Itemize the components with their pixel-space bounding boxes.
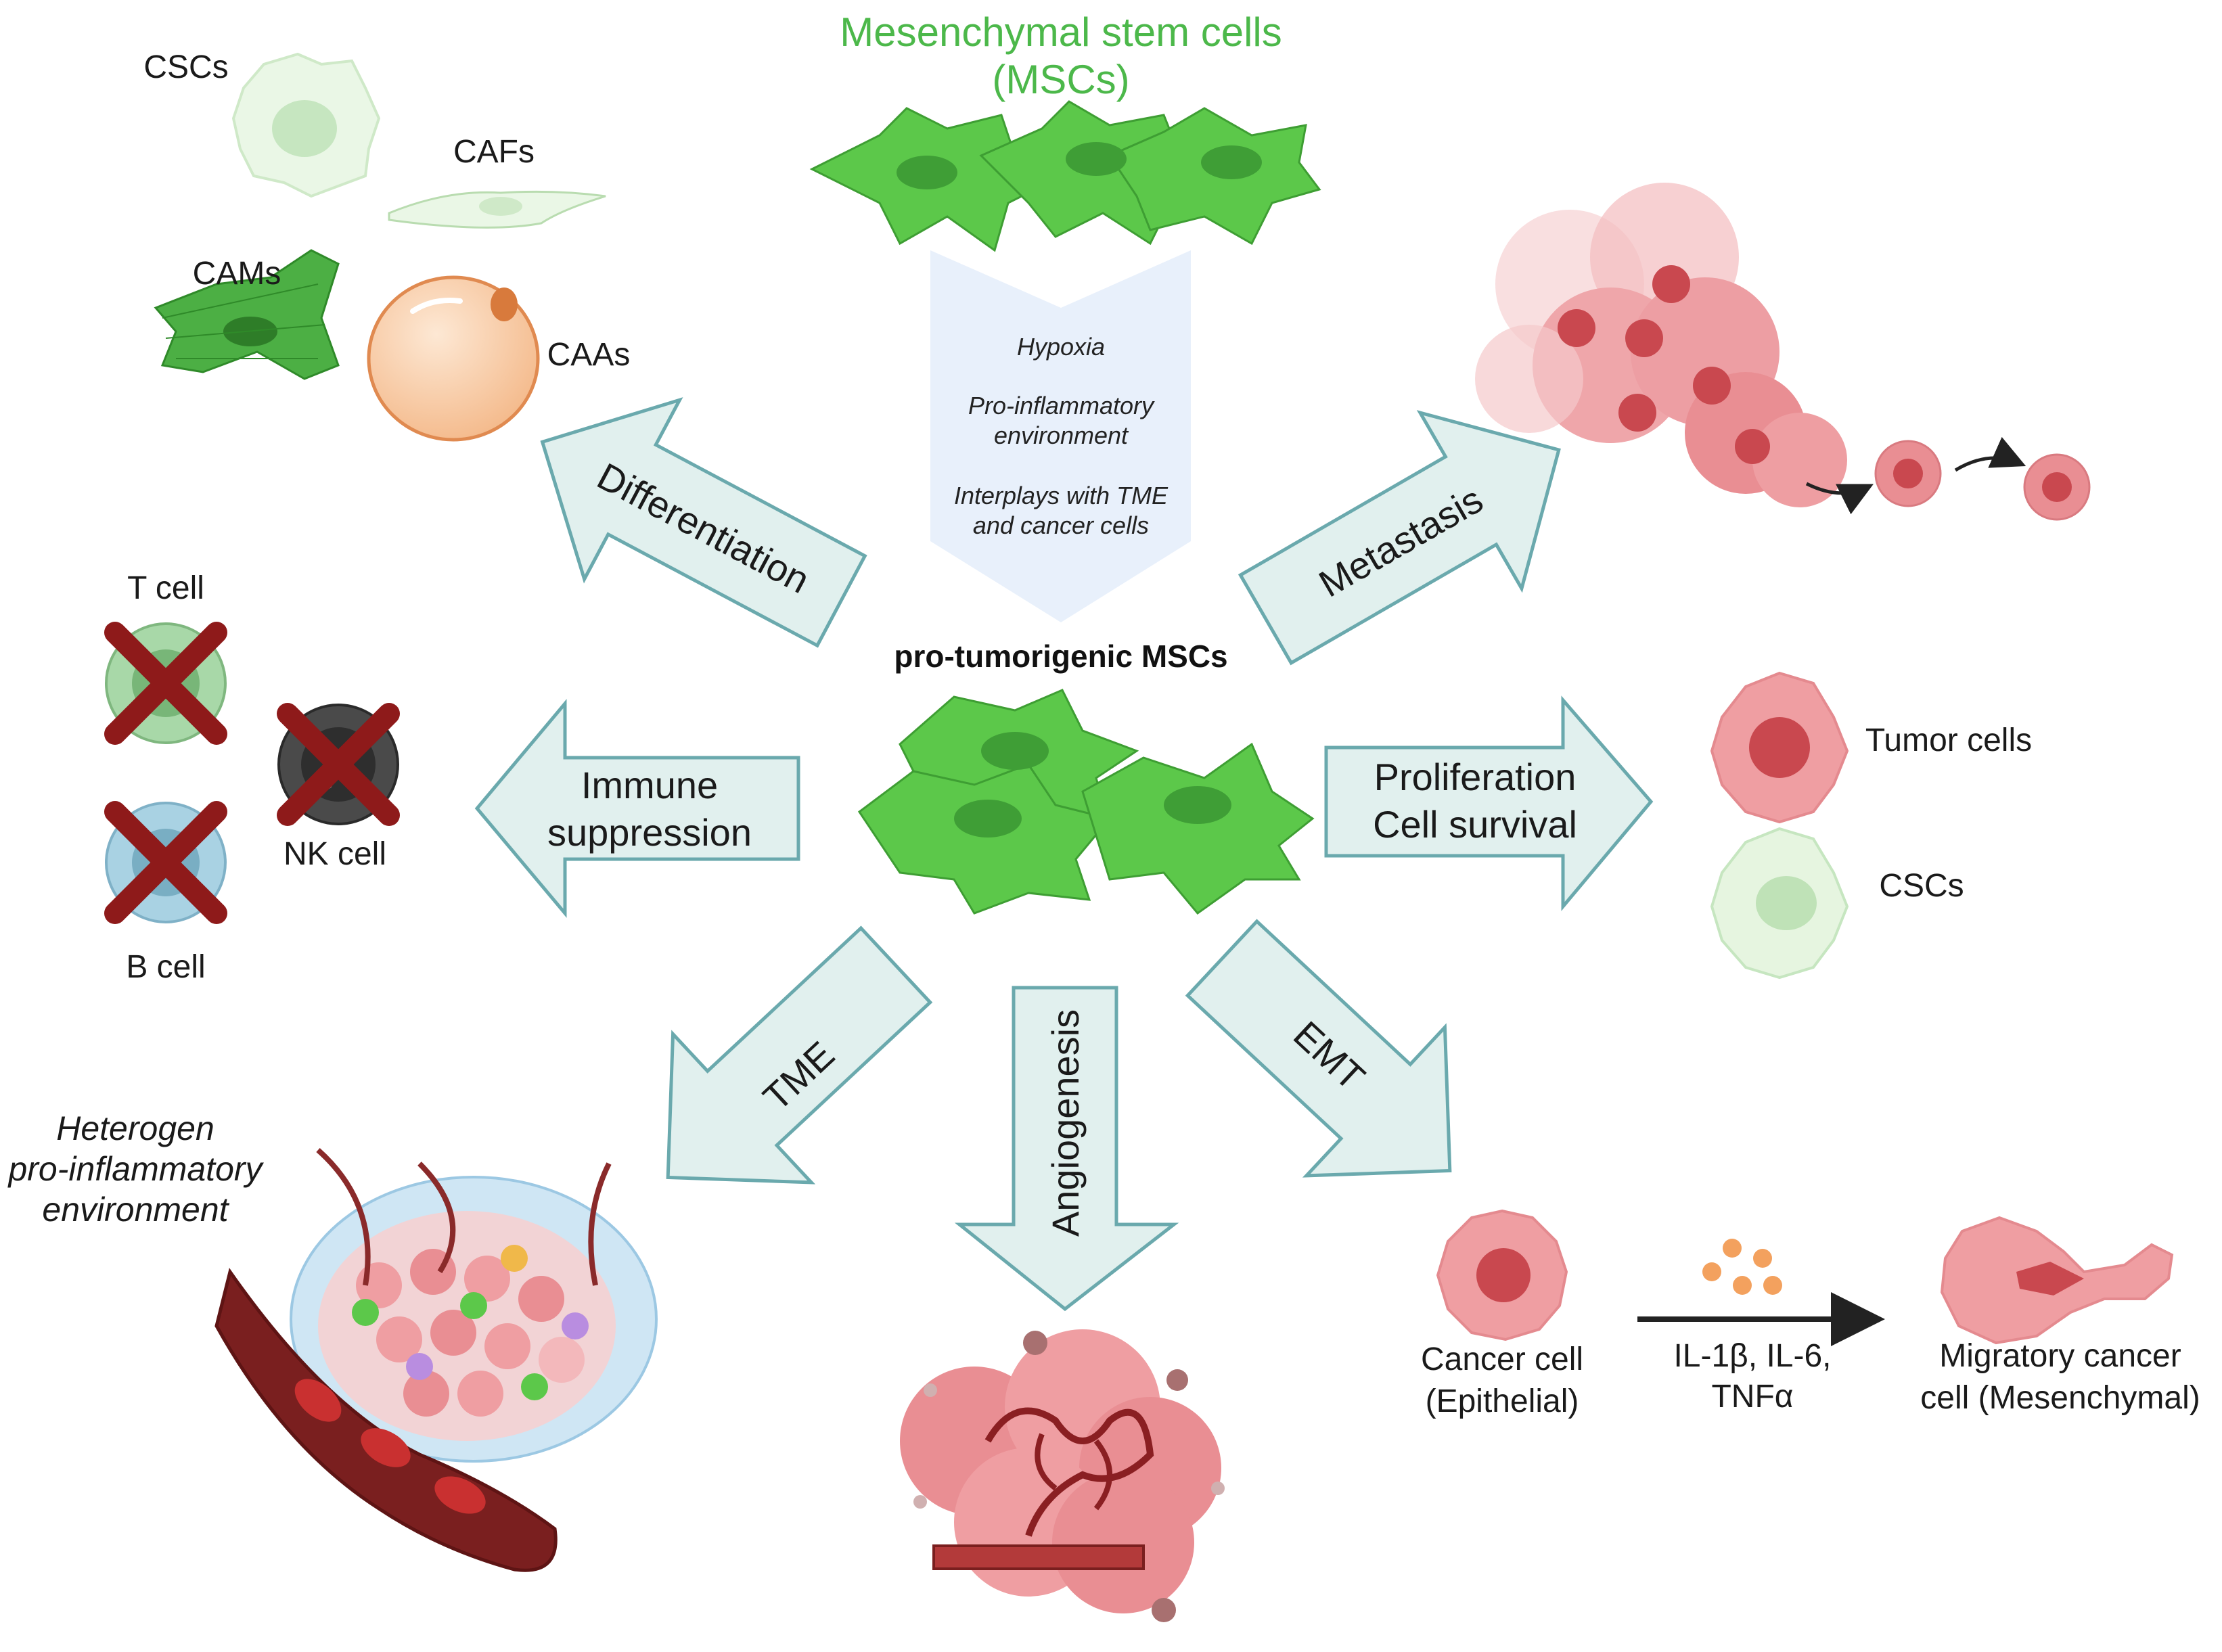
banner-interplays-2: and cancer cells bbox=[973, 511, 1149, 539]
tme-text-1: Heterogen bbox=[56, 1109, 214, 1147]
label-cafs: CAFs bbox=[453, 134, 535, 170]
label-caas: CAAs bbox=[547, 337, 631, 373]
banner-proinflammatory-1: Pro-inflammatory bbox=[968, 392, 1155, 419]
center-label: pro-tumorigenic MSCs bbox=[894, 639, 1227, 674]
tme-text-2: pro-inflammatory bbox=[7, 1150, 264, 1188]
t-cell bbox=[104, 622, 227, 745]
label-cancer-cell-2: (Epithelial) bbox=[1426, 1383, 1579, 1419]
label-nk-cell: NK cell bbox=[284, 836, 386, 872]
epithelial-cancer-cell bbox=[1436, 1209, 1568, 1341]
tme-text-3: environment bbox=[42, 1191, 229, 1229]
arrow-angiogenesis bbox=[954, 986, 1179, 1312]
environment-banner bbox=[930, 250, 1191, 622]
arrow-metastasis bbox=[1238, 410, 1561, 666]
arrow-tme bbox=[666, 925, 933, 1185]
label-tumor-cells: Tumor cells bbox=[1865, 722, 2032, 758]
nk-cell-cross-icon bbox=[277, 703, 400, 826]
msc-title-line2: (MSCs) bbox=[992, 57, 1129, 102]
msc-title-line1: Mesenchymal stem cells bbox=[840, 9, 1282, 55]
label-immune-2: suppression bbox=[547, 811, 752, 854]
cytokine-dots bbox=[1702, 1239, 1782, 1295]
label-b-cell: B cell bbox=[126, 949, 205, 985]
label-migratory-2: cell (Mesenchymal) bbox=[1920, 1380, 2200, 1416]
label-cscs-top: CSCs bbox=[143, 49, 228, 85]
caf-cell bbox=[388, 190, 606, 229]
banner-interplays-1: Interplays with TME bbox=[954, 482, 1169, 509]
msc-cluster-center bbox=[857, 689, 1315, 915]
arrow-immune bbox=[474, 699, 800, 918]
label-proliferation-1: Proliferation bbox=[1374, 756, 1577, 798]
metastasis-tumor bbox=[1475, 183, 1847, 507]
metastasis-cell-1 bbox=[1874, 440, 1942, 507]
metastasis-arrow-1 bbox=[1805, 482, 1874, 515]
banner-proinflammatory-2: environment bbox=[994, 421, 1129, 449]
banner-hypoxia: Hypoxia bbox=[1017, 333, 1105, 361]
label-migratory-1: Migratory cancer bbox=[1939, 1338, 2181, 1374]
label-cancer-cell-1: Cancer cell bbox=[1421, 1341, 1583, 1377]
msc-cluster-top bbox=[809, 100, 1321, 252]
label-cytokines-1: IL-1β, IL-6, bbox=[1673, 1338, 1831, 1374]
label-immune-1: Immune bbox=[581, 764, 718, 806]
label-angiogenesis: Angiogenesis bbox=[1044, 1009, 1087, 1237]
arrow-emt bbox=[1185, 919, 1452, 1178]
nk-cell bbox=[277, 703, 400, 826]
caa-cell bbox=[367, 275, 540, 442]
label-cams: CAMs bbox=[193, 256, 281, 292]
b-cell-cross-icon bbox=[104, 801, 227, 924]
angiogenesis-illustration bbox=[900, 1329, 1225, 1622]
metastasis-cell-2 bbox=[2023, 453, 2091, 521]
arrow-proliferation bbox=[1324, 695, 1654, 911]
csc-cell-right bbox=[1710, 827, 1849, 980]
metastasis-arrow-2 bbox=[1954, 436, 2026, 472]
label-cytokines-2: TNFα bbox=[1711, 1379, 1793, 1415]
cam-cell bbox=[154, 249, 340, 380]
tumor-cell bbox=[1710, 671, 1849, 824]
b-cell bbox=[104, 801, 227, 924]
t-cell-cross-icon bbox=[104, 622, 227, 745]
label-proliferation-2: Cell survival bbox=[1373, 803, 1577, 846]
arrow-differentiation bbox=[540, 397, 867, 648]
label-t-cell: T cell bbox=[127, 570, 204, 606]
tme-illustration bbox=[214, 1148, 658, 1572]
csc-cell-top-left bbox=[231, 52, 381, 198]
migratory-cancer-cell bbox=[1940, 1216, 2174, 1345]
label-cscs-right: CSCs bbox=[1879, 868, 1964, 904]
